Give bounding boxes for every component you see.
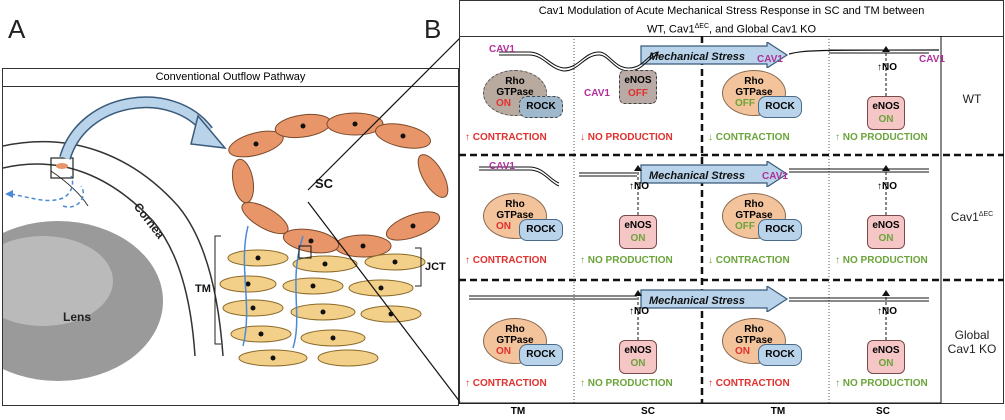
lens-label: Lens [63,310,91,324]
cav1-label: CAV1 [489,44,515,55]
panel-b-title-line2: WT, Cav1ΔEC, and Global Cav1 KO [646,23,817,36]
response-label: ↑ NO PRODUCTION [835,255,928,266]
row-label-wt: WT [962,92,982,106]
jct-bracket [415,247,422,287]
panel-a-title: Conventional Outflow Pathway [3,69,458,87]
no-release-arrow [634,165,642,215]
mechanical-stress-arrow: Mechanical Stress [640,42,789,68]
panel-b-grid [459,36,1004,404]
no-output-label: ↑NO [877,62,897,73]
rock-box: ROCK [519,344,563,366]
response-label: ↑ NO PRODUCTION [580,255,673,266]
no-release-arrow [634,290,642,340]
panel-a-letter: A [8,14,26,44]
cav1-label: CAV1 [584,88,610,99]
tm-cell-layers [219,249,426,367]
mechanical-stress-label: Mechanical Stress [649,51,745,63]
tm-inset-box [298,245,312,259]
panel-b-title: Cav1 Modulation of Acute Mechanical Stre… [460,1,1003,37]
membrane-lines [499,49,940,72]
outflow-illustration: Lens Cornea SC [3,96,449,381]
rock-box: ROCK [758,96,802,118]
response-label: ↑ CONTRACTION [708,378,790,389]
response-label: ↑ NO PRODUCTION [835,378,928,389]
response-label: ↑ CONTRACTION [465,255,547,266]
cornea-label: Cornea [131,200,168,241]
cav1-label: CAV1 [762,171,788,182]
row-label-cav1-dec: Cav1ΔEC [950,210,994,224]
inset-box [50,157,74,179]
membrane-lines [479,166,929,187]
cav1-label: CAV1 [919,54,945,65]
footer-sc-1: SC [641,406,655,417]
mechanical-stress-arrow: Mechanical Stress [640,286,789,312]
no-output-label: ↑NO [629,181,649,192]
footer-tm-1: TM [510,406,526,417]
tm-bracket [214,235,221,345]
no-output-label: ↑NO [877,181,897,192]
no-release-arrow [882,290,890,340]
rock-box: ROCK [519,96,563,118]
membrane-lines [469,295,929,302]
response-label: ↓ NO PRODUCTION [580,132,673,143]
cornea-inner-line [3,163,196,357]
response-label: ↑ CONTRACTION [465,132,547,143]
response-label: ↑ CONTRACTION [465,378,547,389]
rock-box: ROCK [758,219,802,241]
tm-label: TM [195,283,211,295]
response-label: ↓ CONTRACTION [708,255,790,266]
footer-tm-2: TM [770,406,786,417]
sc-label: SC [315,176,334,191]
panel-b-letter: B [424,14,442,44]
mechanical-stress-arrow: Mechanical Stress [640,161,789,187]
rock-box: ROCK [758,344,802,366]
jct-label: JCT [425,261,446,273]
no-output-label: ↑NO [629,306,649,317]
cav1-label: CAV1 [757,54,783,65]
cav1-label: CAV1 [489,161,515,172]
aqueous-flow-arrow [10,175,74,202]
no-release-arrow [882,165,890,215]
response-label: ↑ NO PRODUCTION [835,132,928,143]
rock-box: ROCK [519,219,563,241]
footer-sc-2: SC [876,406,890,417]
zoom-lines [307,37,461,403]
panel-b-title-line1: Cav1 Modulation of Acute Mechanical Stre… [538,5,925,17]
mechanical-stress-label: Mechanical Stress [649,295,745,307]
no-output-label: ↑NO [877,306,897,317]
response-label: ↑ NO PRODUCTION [580,378,673,389]
iris-line [50,170,89,207]
panel-a: Conventional Outflow Pathway Lens Cornea [2,68,459,406]
no-release-arrow [882,46,890,96]
sc-cell-ring [228,112,449,258]
response-label: ↓ CONTRACTION [708,132,790,143]
mechanical-stress-label: Mechanical Stress [649,170,745,182]
